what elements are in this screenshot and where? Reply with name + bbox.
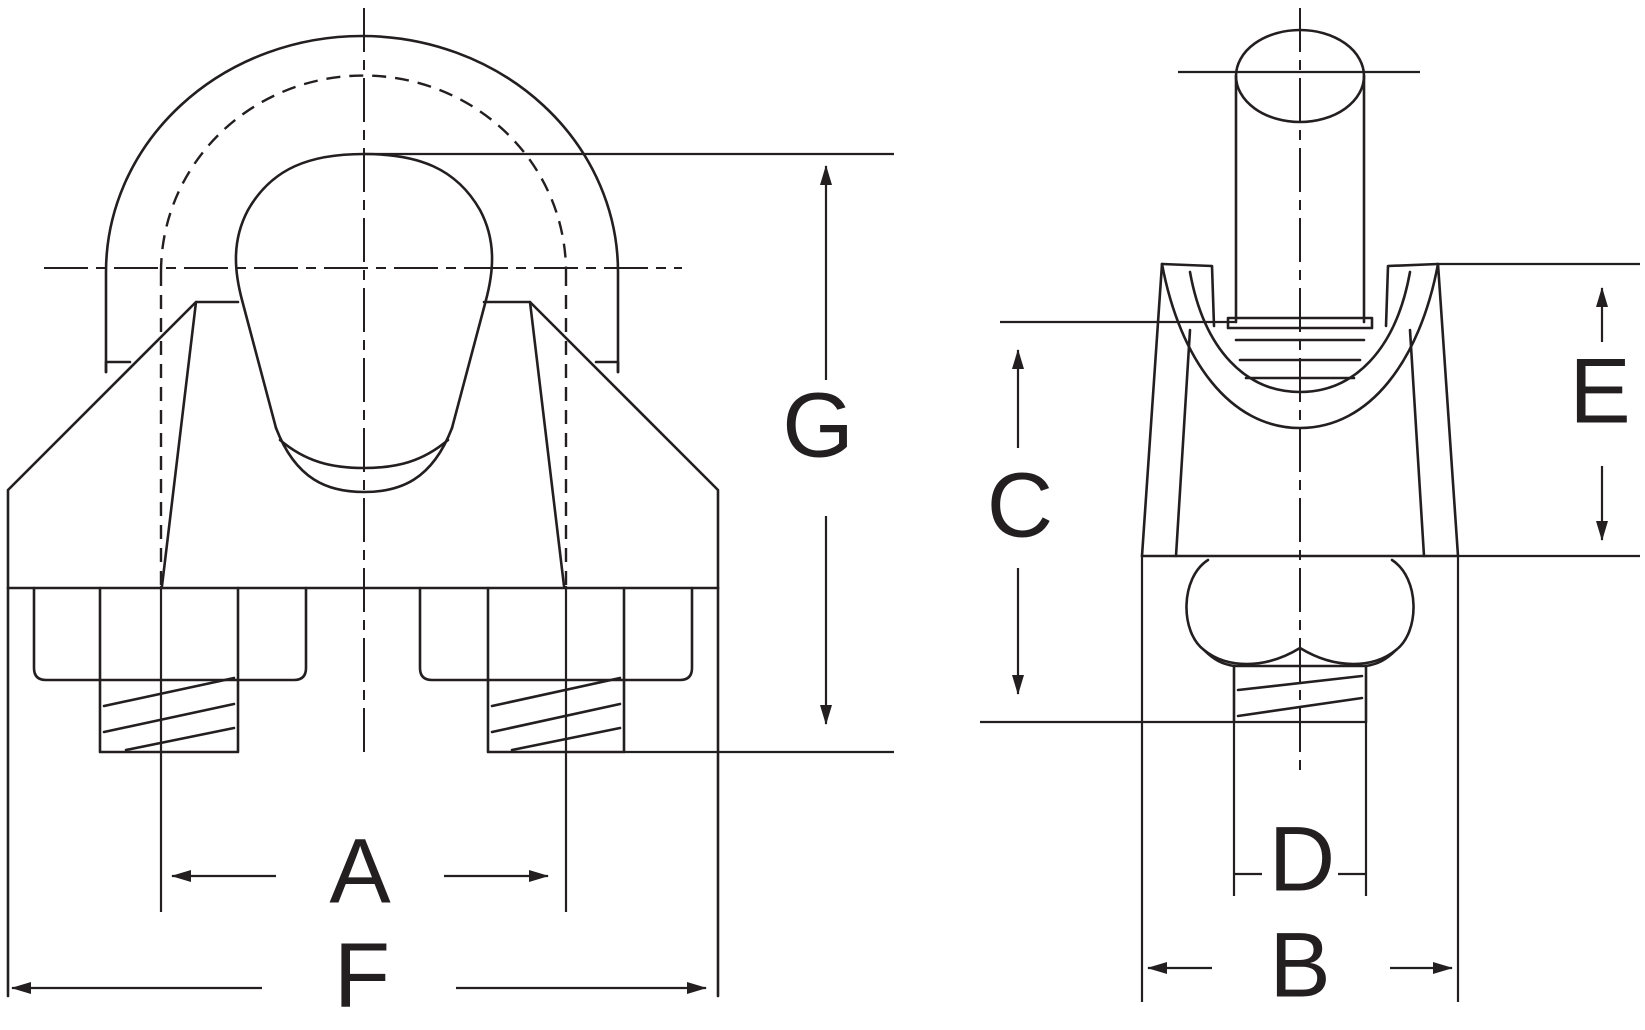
side-saddle-inner-right	[1408, 328, 1426, 558]
dimension-label-f: F	[334, 924, 390, 1026]
nut-left	[32, 586, 308, 682]
u-bolt-leg-tab-left	[104, 360, 132, 374]
dimension-a: A	[171, 820, 549, 922]
u-bolt-outer-outline	[104, 34, 620, 374]
dimension-g: G	[782, 165, 854, 725]
rope-groove-bottom-outer	[274, 426, 454, 494]
saddle-outline	[6, 300, 720, 590]
u-bolt-hidden-inner-arc	[159, 74, 568, 273]
u-bolt-leg-tab-right	[594, 360, 620, 374]
dimension-d: D	[1234, 808, 1366, 910]
dimension-label-b: B	[1269, 914, 1330, 1016]
side-saddle-outer-right	[1436, 262, 1460, 558]
dimension-label-e: E	[1569, 340, 1630, 442]
dimension-label-d: D	[1269, 808, 1335, 910]
dimension-label-g: G	[782, 374, 854, 476]
side-saddle-outer-left	[1140, 262, 1164, 558]
side-view	[980, 8, 1640, 1002]
dimension-c: C	[987, 349, 1053, 695]
dimension-label-a: A	[329, 820, 391, 922]
dimension-b: B	[1147, 914, 1453, 1016]
threaded-shank-left	[98, 676, 240, 754]
u-bolt-bend-top-right	[1384, 262, 1440, 328]
u-bolt-bend-top-left	[1160, 262, 1216, 328]
threaded-shank-right	[486, 676, 626, 754]
side-threaded-end	[1232, 664, 1368, 724]
dimension-label-c: C	[987, 454, 1053, 556]
saddle-inner-edge-right	[528, 300, 566, 588]
side-saddle-inner-left	[1174, 328, 1192, 558]
saddle-inner-edge-left	[160, 300, 198, 588]
nut-right	[418, 586, 694, 682]
front-view	[6, 8, 894, 998]
dimension-f: F	[11, 924, 707, 1026]
dimension-e: E	[1569, 287, 1631, 541]
